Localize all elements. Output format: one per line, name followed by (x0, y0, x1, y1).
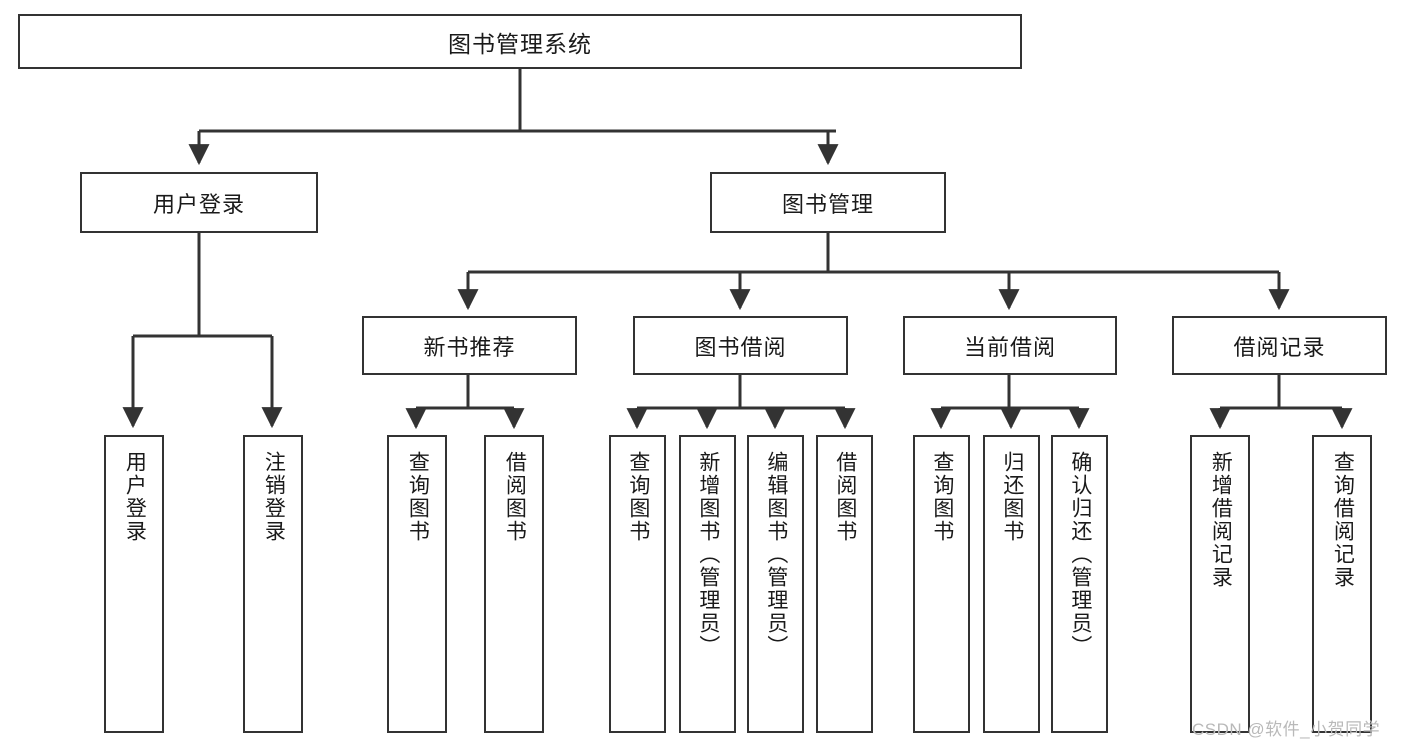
node-leaf-edit-book-admin[interactable]: 编辑图书（管理员） (747, 435, 804, 733)
node-label: 归还图书 (1000, 451, 1024, 543)
node-book-borrow[interactable]: 图书借阅 (633, 316, 848, 375)
node-leaf-borrow-book-1[interactable]: 借阅图书 (484, 435, 544, 733)
node-leaf-user-login[interactable]: 用户登录 (104, 435, 164, 733)
node-label: 查询借阅记录 (1331, 451, 1355, 589)
node-user-login[interactable]: 用户登录 (80, 172, 318, 233)
watermark-text: CSDN @软件_小贺同学 (1192, 720, 1381, 739)
node-new-book-recommend[interactable]: 新书推荐 (362, 316, 577, 375)
node-label: 新增图书（管理员） (696, 451, 720, 658)
node-leaf-borrow-book-2[interactable]: 借阅图书 (816, 435, 873, 733)
node-leaf-add-borrow-record[interactable]: 新增借阅记录 (1190, 435, 1250, 733)
node-leaf-return-book[interactable]: 归还图书 (983, 435, 1040, 733)
node-label: 新增借阅记录 (1209, 451, 1233, 589)
node-leaf-query-borrow-record[interactable]: 查询借阅记录 (1312, 435, 1372, 733)
node-label: 当前借阅 (963, 334, 1056, 360)
node-book-management[interactable]: 图书管理 (710, 172, 946, 233)
node-leaf-logout[interactable]: 注销登录 (243, 435, 303, 733)
node-label: 借阅图书 (503, 451, 527, 543)
node-label: 查询图书 (930, 451, 954, 543)
node-leaf-query-book-1[interactable]: 查询图书 (387, 435, 447, 733)
node-book-management-system[interactable]: 图书管理系统 (18, 14, 1022, 69)
node-leaf-query-book-2[interactable]: 查询图书 (609, 435, 666, 733)
node-label: 编辑图书（管理员） (764, 451, 788, 658)
node-label: 用户登录 (123, 451, 147, 543)
csdn-watermark: CSDN @软件_小贺同学 (1192, 715, 1380, 740)
node-label: 借阅记录 (1233, 334, 1326, 360)
node-label: 用户登录 (152, 191, 245, 217)
node-label: 新书推荐 (423, 334, 516, 360)
node-label: 借阅图书 (833, 451, 857, 543)
node-current-borrow[interactable]: 当前借阅 (903, 316, 1117, 375)
node-label: 查询图书 (406, 451, 430, 543)
node-borrow-record[interactable]: 借阅记录 (1172, 316, 1387, 375)
node-label: 确认归还（管理员） (1068, 451, 1092, 658)
node-label: 图书借阅 (694, 334, 787, 360)
node-label: 图书管理系统 (448, 30, 592, 57)
node-leaf-query-book-3[interactable]: 查询图书 (913, 435, 970, 733)
node-leaf-add-book-admin[interactable]: 新增图书（管理员） (679, 435, 736, 733)
node-label: 图书管理 (781, 191, 874, 217)
node-leaf-confirm-return-admin[interactable]: 确认归还（管理员） (1051, 435, 1108, 733)
node-label: 查询图书 (626, 451, 650, 543)
node-label: 注销登录 (262, 451, 286, 543)
